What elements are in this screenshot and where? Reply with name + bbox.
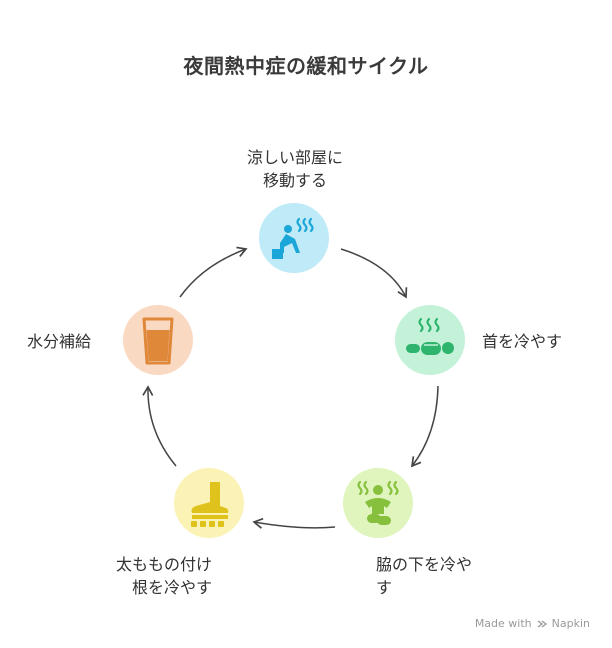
watermark-brand: Napkin <box>551 617 590 630</box>
step-label-underarm: 脇の下を冷や す <box>376 553 472 599</box>
diagram-title: 夜間熱中症の緩和サイクル <box>183 54 429 78</box>
step-label-line: 移動する <box>262 171 327 190</box>
arrow-4-to-5 <box>142 385 177 467</box>
napkin-logo-icon <box>537 619 547 628</box>
step-label-line: 太ももの付け <box>115 555 212 574</box>
watermark-prefix: Made with <box>474 617 532 630</box>
napkin-watermark[interactable]: Made with Napkin <box>475 617 590 630</box>
step-label-line: 涼しい部屋に <box>246 148 343 167</box>
step-node-thigh <box>174 468 244 538</box>
step-label-line: 根を冷やす <box>131 578 212 597</box>
step-label-water: 水分補給 <box>27 330 91 353</box>
step-label-line: 首を冷やす <box>482 332 563 351</box>
step-label-line: 水分補給 <box>27 332 92 351</box>
underarm-cooling-icon <box>343 468 413 538</box>
foot-cooling-icon <box>174 468 244 538</box>
arrow-2-to-3 <box>410 385 439 468</box>
step-node-water <box>123 305 193 375</box>
step-label-line: す <box>376 578 393 597</box>
step-node-cool-room <box>259 203 329 273</box>
step-node-underarm <box>343 468 413 538</box>
arrow-5-to-1 <box>179 246 248 298</box>
step-label-cool-room: 涼しい部屋に 移動する <box>225 146 365 192</box>
arrow-1-to-2 <box>340 248 408 299</box>
person-in-cool-room-icon <box>259 203 329 273</box>
step-label-line: 脇の下を冷や <box>376 555 473 574</box>
arrow-3-to-4 <box>252 517 336 529</box>
water-glass-icon <box>123 305 193 375</box>
step-node-neck <box>395 305 465 375</box>
step-label-neck: 首を冷やす <box>482 330 562 353</box>
neck-cooling-icon <box>395 305 465 375</box>
step-label-thigh: 太ももの付け 根を冷やす <box>80 553 212 599</box>
